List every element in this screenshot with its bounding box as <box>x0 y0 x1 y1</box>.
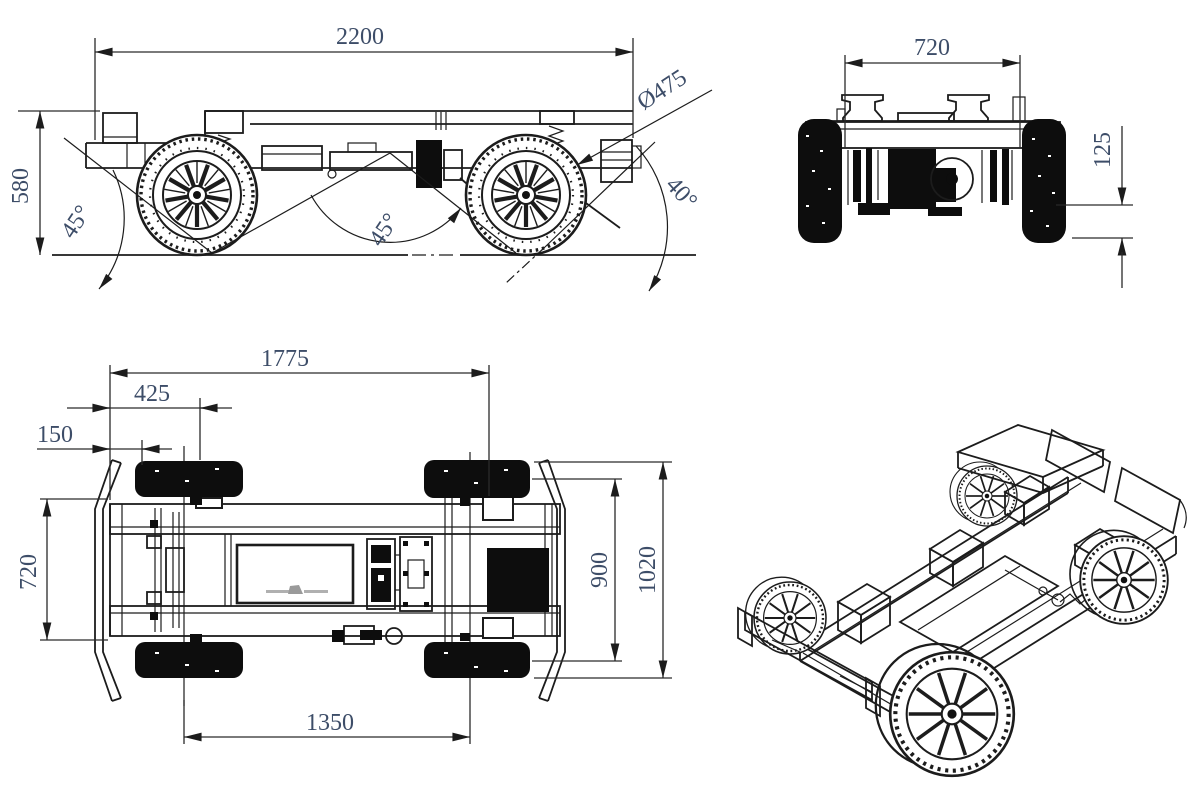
wheel-diameter-label: Ø475 <box>633 65 692 116</box>
rear-battery-box <box>487 548 549 612</box>
side-rear-wheel <box>466 135 586 255</box>
dim-front-axle-offset: 425 <box>67 381 232 460</box>
iso-front-left-wheel <box>744 576 828 656</box>
dim-label-1020: 1020 <box>635 546 661 594</box>
dim-overall-width: 1020 <box>534 461 672 679</box>
dim-front-track: 720 <box>844 35 1021 148</box>
dim-ground-clearance: 125 <box>1056 126 1133 288</box>
dim-label-1775: 1775 <box>261 346 309 372</box>
iso-rear-right-wheel <box>1068 528 1170 626</box>
dim-label-720: 720 <box>16 554 42 590</box>
iso-front-right-wheel <box>876 644 1014 776</box>
pump-assembly <box>332 625 420 645</box>
dim-label-track: 720 <box>914 35 950 61</box>
front-left-wheel <box>798 119 842 243</box>
dim-track-width: 900 <box>532 478 622 662</box>
dim-label-150: 150 <box>37 422 73 448</box>
front-right-wheel <box>1022 119 1066 243</box>
iso-left-rail <box>799 476 1082 662</box>
motor-cluster <box>366 536 433 612</box>
dim-frame-length: 1775 <box>109 346 490 500</box>
kingpins <box>190 497 470 642</box>
iso-rear-fenders <box>1044 428 1187 535</box>
front-view: 720 125 <box>798 35 1133 288</box>
dim-wheelbase: 1350 <box>183 700 471 744</box>
breakover-angle-label: 45° <box>364 209 404 251</box>
side-front-wheel <box>137 135 257 255</box>
battery-tray <box>235 543 355 605</box>
wheel-diameter-leader: Ø475 <box>576 65 713 166</box>
dim-label-900: 900 <box>587 552 613 588</box>
front-body <box>805 121 1061 149</box>
dim-label-425: 425 <box>134 381 170 407</box>
top-view-tires <box>135 460 530 678</box>
dim-label-clearance: 125 <box>1090 132 1116 168</box>
dim-overall-length: 2200 <box>94 24 634 140</box>
front-undercarriage <box>847 148 1013 216</box>
steering-cluster <box>146 508 185 632</box>
iso-deck <box>898 554 1060 654</box>
isometric-view <box>737 424 1187 776</box>
dim-label-length: 2200 <box>336 24 384 50</box>
side-view: 2200 580 45° 45° 40° Ø475 <box>8 24 713 292</box>
dim-front-overhang: 150 <box>37 422 172 465</box>
top-view: 1775 425 150 720 900 1020 <box>16 346 672 744</box>
approach-angle-label: 45° <box>56 201 96 243</box>
tray-watermark <box>288 585 303 594</box>
dim-label-height: 580 <box>8 168 34 204</box>
dim-label-1350: 1350 <box>306 710 354 736</box>
dim-overall-height: 580 <box>8 110 100 255</box>
front-top-mounts <box>812 94 1055 122</box>
dim-frame-width: 720 <box>16 498 108 641</box>
front-bumper-plan <box>94 459 122 702</box>
iso-front-bumper <box>737 606 881 718</box>
